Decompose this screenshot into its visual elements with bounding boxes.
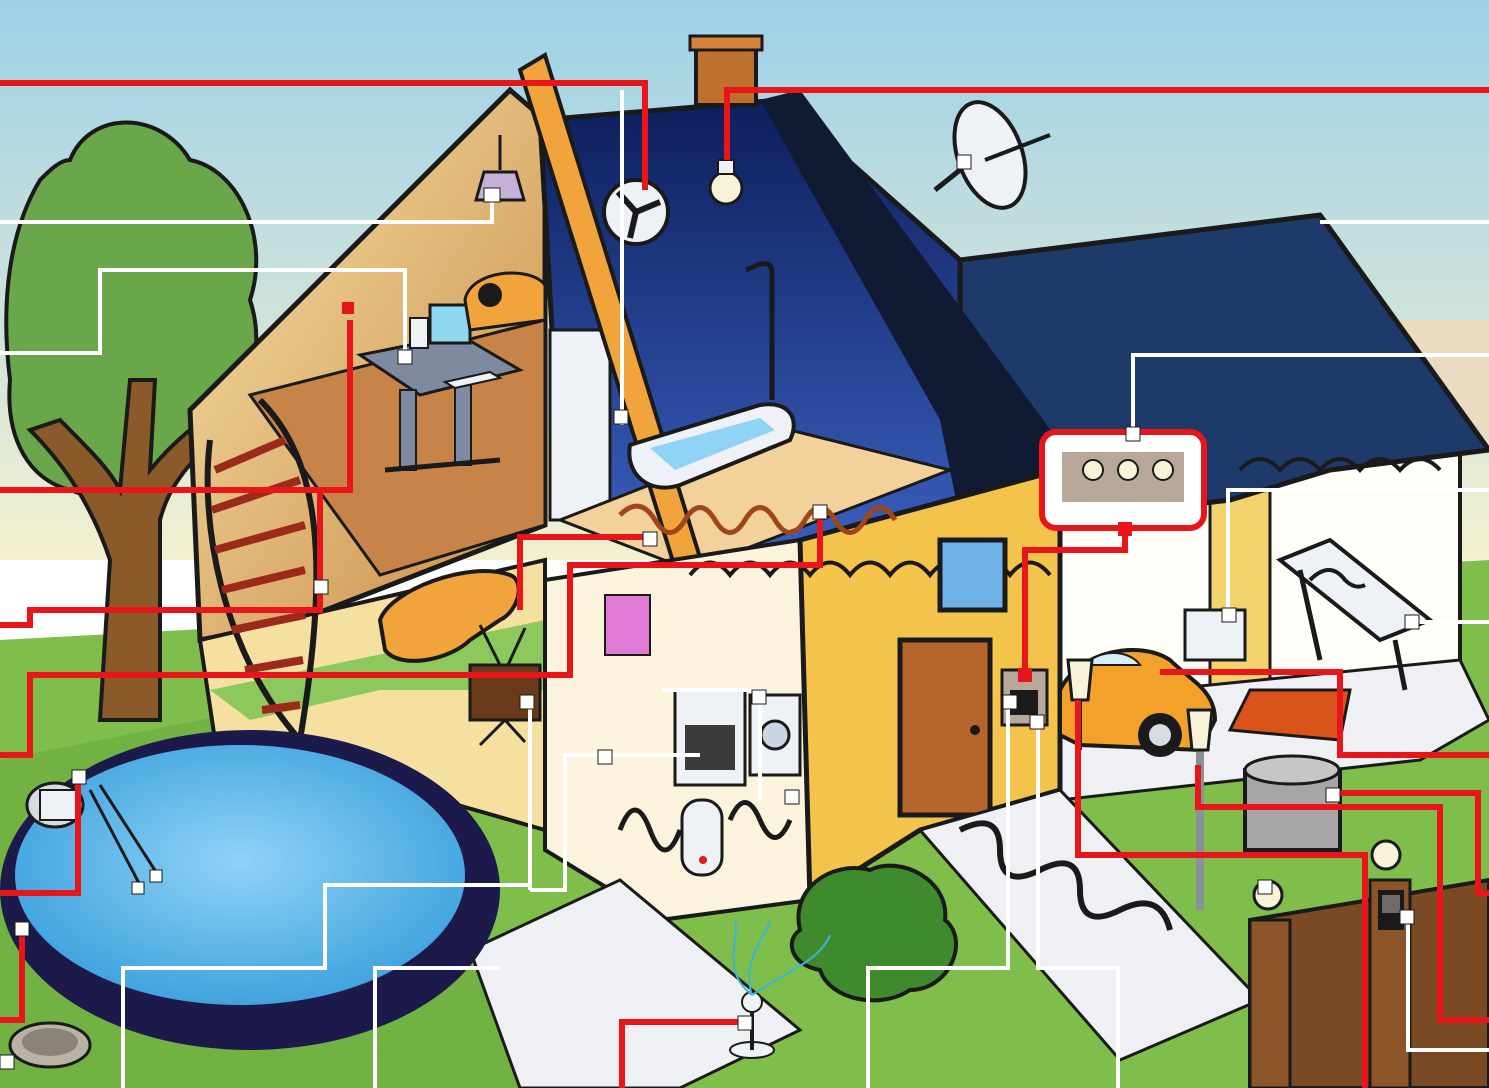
red-wiring xyxy=(0,80,1489,1088)
red-wire-barrel xyxy=(1330,790,1489,896)
staircase-icon xyxy=(204,397,320,742)
white-wire-control xyxy=(1131,353,1489,432)
washing-machine-icon xyxy=(748,693,802,777)
boiler-icon xyxy=(680,798,724,877)
white-wire-kitchen xyxy=(530,753,700,892)
red-wire-garage xyxy=(1160,669,1489,758)
control-led-3 xyxy=(1152,459,1174,481)
water-barrel-icon xyxy=(1227,688,1352,852)
white-wire-driveway xyxy=(1036,720,1120,1088)
barrel-canopy xyxy=(1227,688,1352,742)
bathtub-icon xyxy=(627,402,796,490)
garden-path xyxy=(468,878,803,1088)
red-wire-stairs xyxy=(0,490,323,628)
floor-lamp-icon xyxy=(745,261,775,400)
ventilation-fan-icon xyxy=(602,178,670,246)
white-wire-computer xyxy=(0,268,407,360)
control-module xyxy=(1039,429,1207,531)
drain-icon xyxy=(8,1021,92,1069)
red-wire-floor-heating xyxy=(0,510,823,758)
red-connector-nodes xyxy=(342,302,1132,682)
white-wire-pool-a xyxy=(121,883,530,1088)
white-wire-bush xyxy=(866,700,1010,1088)
control-led-2 xyxy=(1117,459,1139,481)
red-wire-control-to-board xyxy=(1022,528,1128,675)
red-wire-attic-bulb xyxy=(724,87,1489,160)
study-bed xyxy=(463,271,547,332)
bulb-icon xyxy=(708,159,744,206)
red-wire-driveway-lamp xyxy=(1195,765,1489,1023)
white-wire-garage xyxy=(1226,488,1489,615)
floor-heating-icon xyxy=(618,503,898,535)
door-icon xyxy=(897,637,993,818)
white-wiring xyxy=(0,90,1489,1088)
red-wire-sprinkler xyxy=(619,1019,745,1088)
pool-pump-icon xyxy=(25,781,160,886)
stove-icon xyxy=(673,688,747,787)
white-wire-intercom xyxy=(1406,915,1489,1052)
red-wire-bath-floor xyxy=(517,534,650,610)
red-wire-study-socket xyxy=(0,320,353,493)
phone-icon xyxy=(478,283,502,307)
connector-nodes xyxy=(0,154,1420,1070)
red-wire-fan xyxy=(0,80,648,190)
control-led-1 xyxy=(1082,459,1104,481)
garage-eaves-trim xyxy=(1238,457,1442,473)
red-wire-drain xyxy=(0,930,25,1023)
bathroom-wall xyxy=(548,328,612,522)
computer-icon xyxy=(409,303,503,390)
driveway-heating-cable xyxy=(958,820,1173,931)
red-wire-garden-lamp xyxy=(1075,700,1368,1088)
red-wire-pool-pump xyxy=(0,775,81,896)
roof-dark-edge xyxy=(760,90,1080,520)
window-icon xyxy=(937,537,1008,613)
white-wire-pool-b xyxy=(373,966,500,1088)
pipe-coil xyxy=(617,800,793,853)
kitchen-tile-pink xyxy=(604,594,651,656)
